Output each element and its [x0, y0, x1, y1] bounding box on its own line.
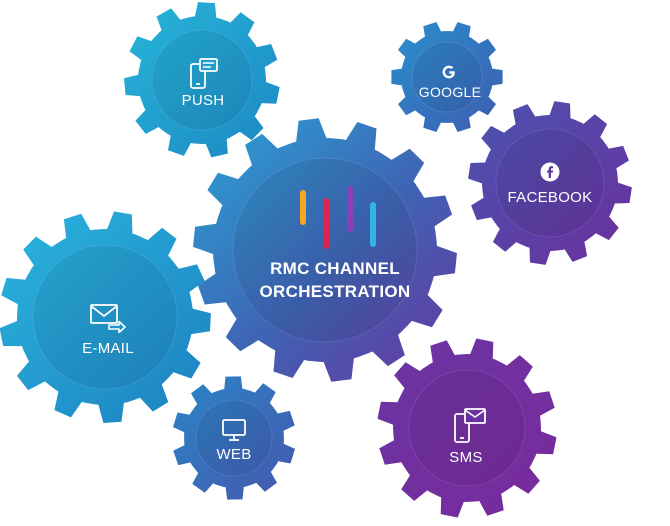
gear-email: [0, 211, 211, 423]
facebook-icon: [540, 162, 560, 187]
push-label: PUSH: [181, 92, 225, 109]
web-label: WEB: [216, 446, 252, 463]
sms-label: SMS: [449, 449, 483, 466]
google-label: GOOGLE: [418, 84, 482, 100]
gear-facebook: [468, 101, 632, 265]
center-title-line2: ORCHESTRATION: [259, 282, 411, 301]
push-notification-icon: [189, 58, 219, 95]
center-title-line1: RMC CHANNEL: [270, 259, 400, 278]
gear-sms: [377, 338, 557, 518]
google-icon: [441, 64, 457, 85]
gear-push: [124, 2, 280, 158]
gear-center: [193, 118, 457, 382]
center-logo-bars: [300, 186, 376, 249]
sms-icon: [453, 408, 487, 449]
web-monitor-icon: [221, 418, 247, 447]
email-label: E-MAIL: [82, 340, 134, 357]
facebook-label: FACEBOOK: [507, 189, 593, 206]
email-icon: [89, 303, 127, 338]
